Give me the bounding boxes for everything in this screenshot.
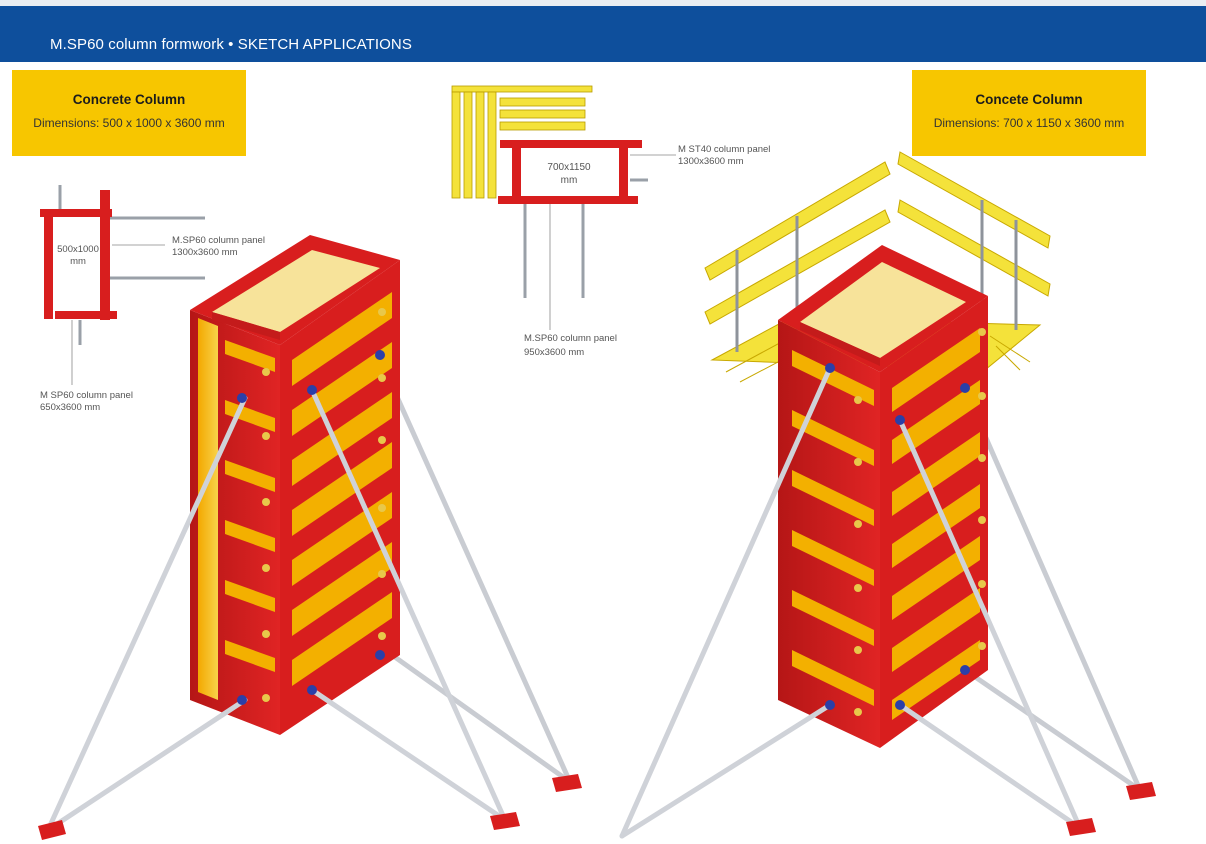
label-box-right: Concete Column Dimensions: 700 x 1150 x …	[912, 70, 1146, 156]
panel-callout: M.SP60 column panel	[172, 235, 265, 246]
label-box-left: Concrete Column Dimensions: 500 x 1000 x…	[12, 70, 246, 156]
panel-callout: M SP60 column panel	[40, 390, 133, 401]
panel-callout: M.SP60 column panel	[524, 333, 617, 344]
plan-sketch-left: 500x1000 mm M.SP60 column panel 1300x360…	[40, 185, 265, 413]
panel-callout: 1300x3600 mm	[678, 156, 744, 167]
panel-callout: 1300x3600 mm	[172, 247, 238, 258]
plan-label: mm	[70, 256, 86, 267]
panel-callout: 950x3600 mm	[524, 347, 584, 358]
panel-callout: M ST40 column panel	[678, 144, 770, 155]
plan-label: 700x1150	[547, 162, 591, 173]
page-title: M.SP60 column formwork • SKETCH APPLICAT…	[50, 36, 412, 53]
column-left-3d	[38, 235, 582, 840]
top-border	[0, 0, 1206, 6]
plan-sketch-middle: 700x1150 mm M ST40 column panel 1300x360…	[451, 85, 770, 358]
plan-label: mm	[561, 175, 578, 186]
column-right-3d	[619, 151, 1156, 839]
label-title: Concrete Column	[72, 92, 186, 107]
plan-label: 500x1000	[57, 244, 99, 255]
panel-callout: 650x3600 mm	[40, 402, 100, 413]
label-dimensions: Dimensions: 500 x 1000 x 3600 mm	[33, 116, 225, 130]
label-dimensions: Dimensions: 700 x 1150 x 3600 mm	[933, 116, 1125, 130]
label-title: Concete Column	[975, 92, 1083, 107]
header-bar: M.SP60 column formwork • SKETCH APPLICAT…	[0, 6, 1206, 62]
